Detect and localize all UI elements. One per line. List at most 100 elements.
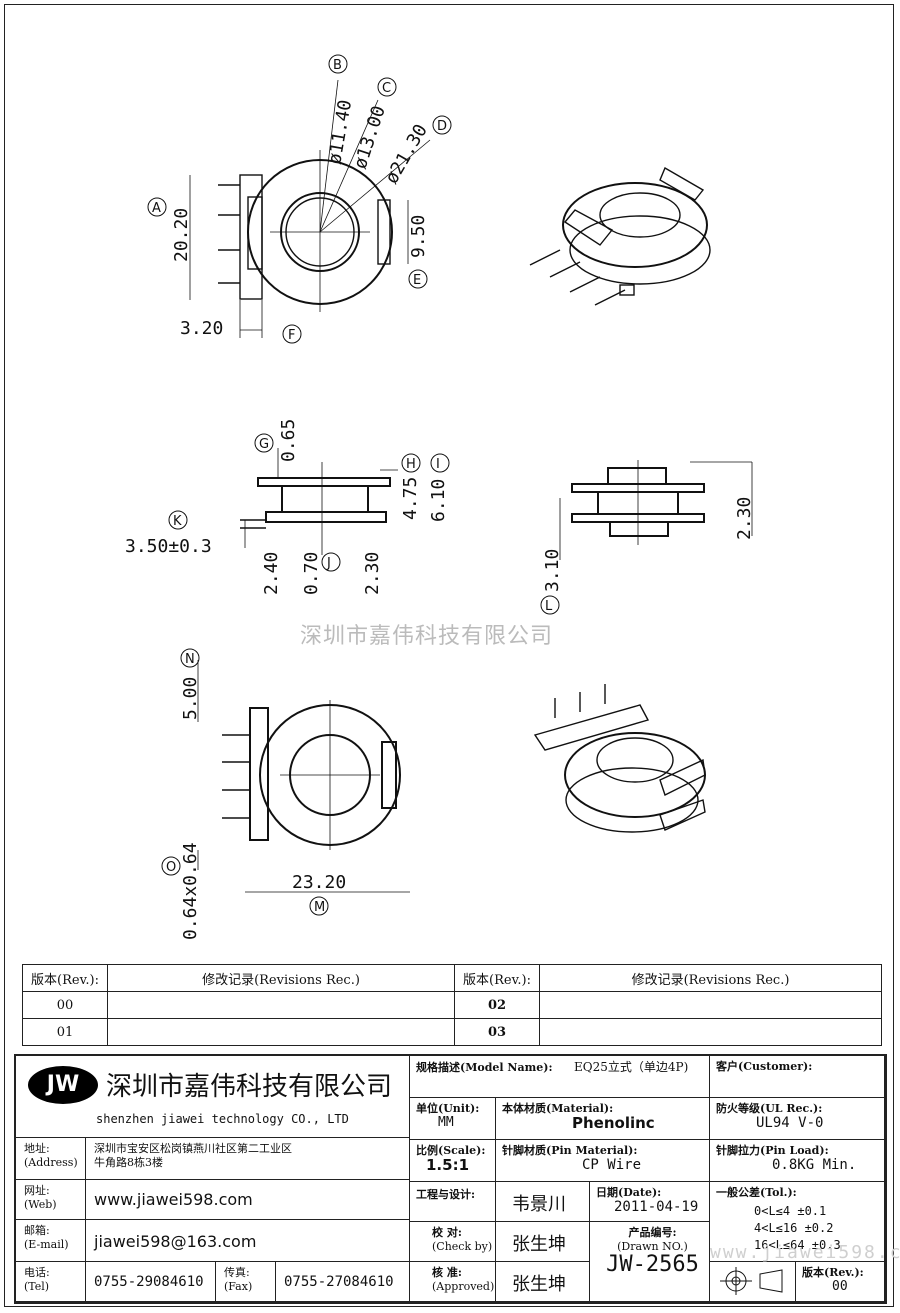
material-value: Phenolinc (572, 1114, 655, 1132)
address-label-en: (Address) (24, 1156, 78, 1169)
web-label: 网址: (24, 1184, 50, 1197)
dim-i-label: I (436, 457, 440, 472)
web-label-en: (Web) (24, 1198, 57, 1211)
dim-k-value: 3.50±0.3 (125, 536, 212, 557)
material-cell: 本体材质(Material): Phenolinc (496, 1098, 710, 1140)
dim-b-value: ø11.40 (324, 98, 356, 166)
projection-symbol-cell (710, 1262, 796, 1302)
dim-d-label: D (437, 119, 447, 134)
email-value[interactable]: jiawei598@163.com (86, 1220, 410, 1262)
dim-c-value: ø13.00 (350, 103, 390, 171)
tel-label-en: (Tel) (24, 1280, 50, 1293)
rev-header-2: 版本(Rev.): (454, 964, 540, 992)
address-line-1: 深圳市宝安区松岗镇燕川社区第二工业区 (94, 1142, 292, 1155)
tel-label-cell: 电话: (Tel) (16, 1262, 86, 1302)
dim-a-value: 20.20 (171, 208, 192, 262)
web-value[interactable]: www.jiawei598.com (86, 1180, 410, 1220)
bottom-view (197, 660, 410, 893)
pin-load-value: 0.8KG Min. (772, 1157, 857, 1173)
web-label-cell: 网址: (Web) (16, 1180, 86, 1220)
tolerance-row-3: 16<L≤64 ±0.3 (754, 1238, 841, 1252)
dim-j3-value: 2.30 (362, 552, 383, 595)
scale-label: 比例(Scale): (416, 1144, 486, 1157)
dim-g-label: G (259, 437, 269, 452)
revision-table: 版本(Rev.): 修改记录(Revisions Rec.) 版本(Rev.):… (22, 964, 882, 1046)
scale-value: 1.5:1 (426, 1156, 470, 1174)
rev-value: 00 (832, 1279, 848, 1294)
dim-b-label: B (333, 58, 342, 73)
drawno-label: 产品编号: (628, 1226, 677, 1239)
dim-h-value: 4.75 (400, 477, 421, 520)
model-value: EQ25立式（单边4P) (574, 1060, 689, 1074)
fax-value: 0755-27084610 (276, 1262, 410, 1302)
dim-k-label: K (173, 514, 182, 529)
rev-cell: 01 (22, 1018, 108, 1046)
email-label-cell: 邮箱: (E-mail) (16, 1220, 86, 1262)
iso-view-1 (529, 166, 711, 306)
dim-j-label: J (326, 556, 331, 571)
tolerance-row-1: 0<L≤4 ±0.1 (754, 1204, 827, 1218)
dim-e-label: E (413, 273, 421, 288)
dim-g-value: 0.65 (278, 419, 299, 462)
iso-view-2 (533, 684, 706, 833)
date-value: 2011-04-19 (614, 1199, 699, 1215)
dim-l-value: 3.10 (542, 549, 563, 592)
tolerance-row-2: 4<L≤16 ±0.2 (754, 1221, 834, 1235)
approver-value: 张生坤 (496, 1262, 590, 1302)
dim-f-value: 3.20 (180, 318, 223, 339)
tel-value: 0755-29084610 (86, 1262, 216, 1302)
unit-cell: 单位(Unit): MM (410, 1098, 496, 1140)
dim-a-label: A (152, 201, 161, 216)
side-view (240, 448, 398, 555)
dim-j1-value: 2.40 (261, 552, 282, 595)
drawno-cell: 产品编号: (Drawn NO.) JW-2565 (590, 1222, 710, 1302)
dim-i-value: 6.10 (428, 479, 449, 522)
dim-o-label: O (166, 860, 176, 875)
scale-cell: 比例(Scale): 1.5:1 (410, 1140, 496, 1182)
drawno-label-en: (Drawn NO.) (617, 1240, 688, 1253)
company-name-en: shenzhen jiawei technology CO., LTD (96, 1112, 349, 1126)
rev-rec-header: 修改记录(Revisions Rec.) (107, 964, 455, 992)
technical-drawing: B C D A E F ø11.40 ø13.00 ø21.30 20.20 9… (125, 54, 755, 940)
drawing-frame (4, 4, 894, 1307)
model-label: 规格描述(Model Name): (416, 1061, 553, 1074)
checker-value: 张生坤 (496, 1222, 590, 1262)
dim-l-top-value: 2.30 (734, 497, 755, 540)
company-name-cn: 深圳市嘉伟科技有限公司 (106, 1072, 393, 1102)
model-cell: 规格描述(Model Name): EQ25立式（单边4P) (410, 1056, 710, 1098)
rev-cell: 03 (454, 1018, 540, 1046)
ul-value: UL94 V-0 (756, 1115, 824, 1131)
unit-label: 单位(Unit): (416, 1102, 480, 1115)
email-label: 邮箱: (24, 1224, 50, 1237)
tel-label: 电话: (24, 1266, 50, 1279)
material-label: 本体材质(Material): (502, 1102, 614, 1115)
customer-label: 客户(Customer): (716, 1060, 813, 1073)
check-label-en: (Check by) (432, 1240, 493, 1253)
title-block: JW 深圳市嘉伟科技有限公司 shenzhen jiawei technolog… (14, 1054, 900, 1304)
dim-e-value: 9.50 (408, 215, 429, 258)
dim-m-value: 23.20 (292, 872, 346, 893)
customer-cell: 客户(Customer): (710, 1056, 885, 1098)
fax-label-cell: 传真: (Fax) (216, 1262, 276, 1302)
check-label-cell: 校 对: (Check by) (410, 1222, 496, 1262)
dim-c-label: C (382, 81, 391, 96)
rev-rec-cell (539, 1018, 882, 1046)
address-label: 地址: (24, 1142, 50, 1155)
dim-h-label: H (406, 457, 416, 472)
email-label-en: (E-mail) (24, 1238, 69, 1251)
rev-rec-cell (539, 991, 882, 1019)
dim-j2-value: 0.70 (301, 552, 322, 595)
fax-label: 传真: (224, 1266, 250, 1279)
tolerance-label: 一般公差(Tol.): (716, 1186, 797, 1199)
rev-header: 版本(Rev.): (22, 964, 108, 992)
address-line-2: 牛角路8栋3楼 (94, 1156, 163, 1169)
address-cell: 深圳市宝安区松岗镇燕川社区第二工业区 牛角路8栋3楼 (86, 1138, 410, 1180)
front-view (559, 460, 753, 560)
pin-load-cell: 针脚拉力(Pin Load): 0.8KG Min. (710, 1140, 885, 1182)
projection-icon (720, 1267, 783, 1295)
pin-load-label: 针脚拉力(Pin Load): (716, 1144, 829, 1157)
ul-cell: 防火等级(UL Rec.): UL94 V-0 (710, 1098, 885, 1140)
approve-label: 核 准: (432, 1266, 462, 1279)
dim-d-value: ø21.30 (381, 121, 432, 188)
dim-n-value: 5.00 (180, 677, 201, 720)
